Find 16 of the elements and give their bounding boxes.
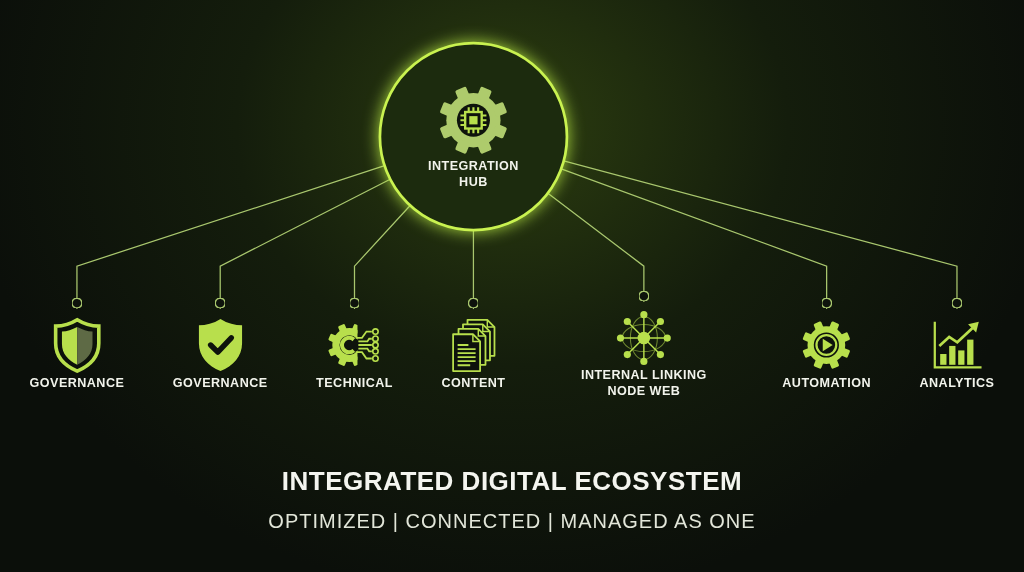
- diagram-title: INTEGRATED DIGITAL ECOSYSTEM: [281, 466, 743, 497]
- node-label: GOVERNANCE: [172, 375, 268, 392]
- subtitle: OPTIMIZED | CONNECTED | MANAGED AS ONE: [268, 510, 756, 533]
- connector-line: [547, 192, 650, 303]
- node-label: TECHNICAL: [316, 375, 393, 392]
- node-label: GOVERNANCE: [29, 375, 125, 392]
- node-label: INTERNAL LINKING NODE WEB: [579, 366, 708, 399]
- node-label: INTEGRATION HUB: [427, 158, 520, 190]
- connector-line: [214, 178, 391, 310]
- node-label: CONTENT: [441, 375, 506, 392]
- node-label: ANALYTICS: [919, 375, 995, 392]
- connector-line: [348, 204, 411, 310]
- connector-line: [560, 168, 833, 310]
- node-label: AUTOMATION: [782, 375, 871, 392]
- connector-line: [467, 229, 480, 310]
- connector-line: [563, 160, 963, 310]
